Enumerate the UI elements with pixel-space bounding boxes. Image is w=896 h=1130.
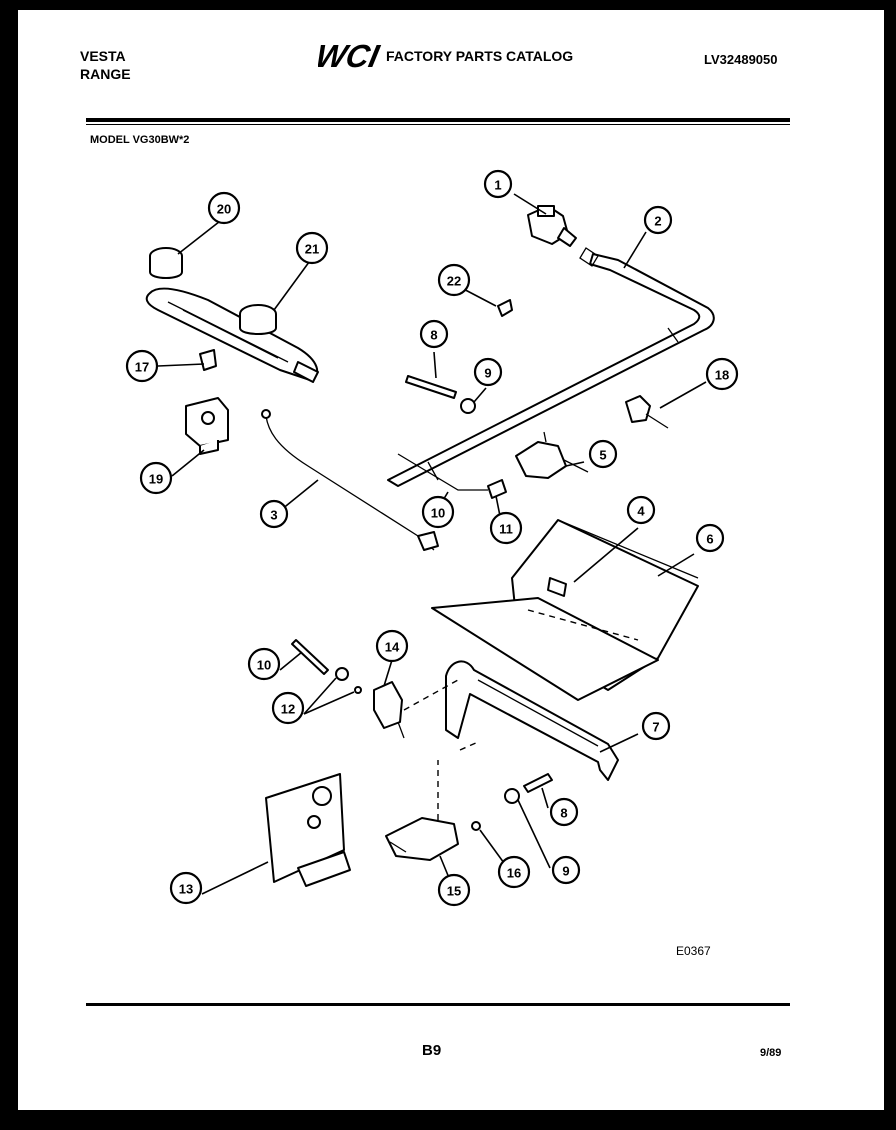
bracket-14-drawing — [373, 681, 405, 739]
callout-15: 15 — [437, 873, 471, 907]
callout-9b: 9 — [551, 855, 581, 885]
bracket-17-drawing — [199, 349, 217, 371]
callout-9a: 9 — [473, 357, 503, 387]
svg-text:7: 7 — [652, 720, 659, 735]
svg-text:18: 18 — [715, 368, 729, 383]
valve-bracket-19-drawing — [185, 397, 229, 455]
page-number: B9 — [422, 1042, 442, 1059]
mounting-plate-13-drawing — [265, 773, 351, 887]
thermocouple-3-drawing — [261, 409, 439, 551]
callout-10b: 10 — [247, 647, 281, 681]
tube-10-top-drawing — [397, 453, 488, 491]
catalog-page: VESTA RANGE WCI FACTORY PARTS CATALOG LV… — [18, 10, 884, 1110]
clip-22-drawing — [497, 299, 513, 317]
callout-4: 4 — [626, 495, 656, 525]
svg-text:9: 9 — [484, 366, 491, 381]
diagram-code: E0367 — [676, 944, 711, 958]
svg-text:8: 8 — [430, 328, 437, 343]
svg-text:13: 13 — [179, 882, 193, 897]
header-rule-thin — [86, 124, 790, 125]
svg-text:8: 8 — [560, 806, 567, 821]
callout-14: 14 — [375, 629, 409, 663]
svg-text:2: 2 — [654, 214, 661, 229]
callout-5: 5 — [588, 439, 618, 469]
catalog-title: FACTORY PARTS CATALOG — [386, 48, 574, 64]
pin-8-top-drawing — [405, 375, 457, 399]
callout-19: 19 — [139, 461, 173, 495]
brand-block: VESTA RANGE — [80, 47, 131, 83]
callout-20: 20 — [207, 191, 241, 225]
svg-text:10: 10 — [431, 506, 445, 521]
svg-text:15: 15 — [447, 884, 461, 899]
pin-8-lower-drawing — [523, 773, 553, 793]
svg-text:14: 14 — [385, 640, 400, 655]
nut-12-drawing — [335, 667, 362, 694]
burner-assembly-drawing — [145, 247, 319, 383]
svg-text:4: 4 — [637, 504, 645, 519]
page-date: 9/89 — [760, 1047, 782, 1059]
connection-dashes — [403, 679, 479, 751]
valve-18-drawing — [625, 395, 669, 429]
svg-text:20: 20 — [217, 202, 231, 217]
regulator-1-drawing — [527, 205, 577, 247]
catalog-number: LV32489050 — [704, 52, 778, 67]
model-number: MODEL VG30BW*2 — [90, 134, 190, 146]
header-rule — [86, 118, 790, 122]
callout-12: 12 — [271, 691, 305, 725]
burner-shield-6-drawing — [431, 519, 699, 701]
callout-18: 18 — [705, 357, 739, 391]
svg-text:17: 17 — [135, 360, 149, 375]
svg-text:12: 12 — [281, 702, 295, 717]
oven-burner-7-drawing — [445, 660, 619, 781]
brand-name: VESTA — [80, 48, 126, 64]
svg-text:19: 19 — [149, 472, 163, 487]
wci-logo: WCI — [318, 38, 382, 72]
exploded-parts-diagram: 1 2 3 4 5 6 7 8 8 9 9 10 10 11 12 13 14 … — [125, 169, 739, 907]
callout-17: 17 — [125, 349, 159, 383]
valve-5-drawing — [515, 431, 589, 479]
valve-15-drawing — [385, 760, 459, 861]
logo-text: WCI — [318, 38, 382, 72]
svg-text:11: 11 — [499, 522, 513, 537]
callout-13: 13 — [169, 871, 203, 905]
callout-1: 1 — [483, 169, 513, 199]
footer-rule — [86, 1003, 790, 1006]
svg-text:16: 16 — [507, 866, 521, 881]
screw-16-drawing — [471, 821, 481, 831]
svg-text:6: 6 — [706, 532, 713, 547]
callout-11: 11 — [489, 511, 523, 545]
callout-22: 22 — [437, 263, 471, 297]
product-type: RANGE — [80, 66, 131, 82]
callout-21: 21 — [295, 231, 329, 265]
svg-text:21: 21 — [305, 242, 319, 257]
callout-10a: 10 — [421, 495, 455, 529]
callout-3: 3 — [259, 499, 289, 529]
clip-4-drawing — [547, 577, 567, 597]
callout-7: 7 — [641, 711, 671, 741]
callout-2: 2 — [643, 205, 673, 235]
callout-8a: 8 — [419, 319, 449, 349]
svg-text:1: 1 — [494, 178, 501, 193]
svg-text:5: 5 — [599, 448, 606, 463]
svg-text:9: 9 — [562, 864, 569, 879]
svg-text:10: 10 — [257, 658, 271, 673]
callout-8b: 8 — [549, 797, 579, 827]
callout-16: 16 — [497, 855, 531, 889]
callout-6: 6 — [695, 523, 725, 553]
fitting-11-drawing — [487, 479, 507, 499]
tube-10-lower-drawing — [291, 639, 329, 675]
svg-text:22: 22 — [447, 274, 461, 289]
nut-9-lower-drawing — [504, 788, 520, 804]
svg-text:3: 3 — [270, 508, 277, 523]
nut-9-top-drawing — [460, 398, 476, 414]
